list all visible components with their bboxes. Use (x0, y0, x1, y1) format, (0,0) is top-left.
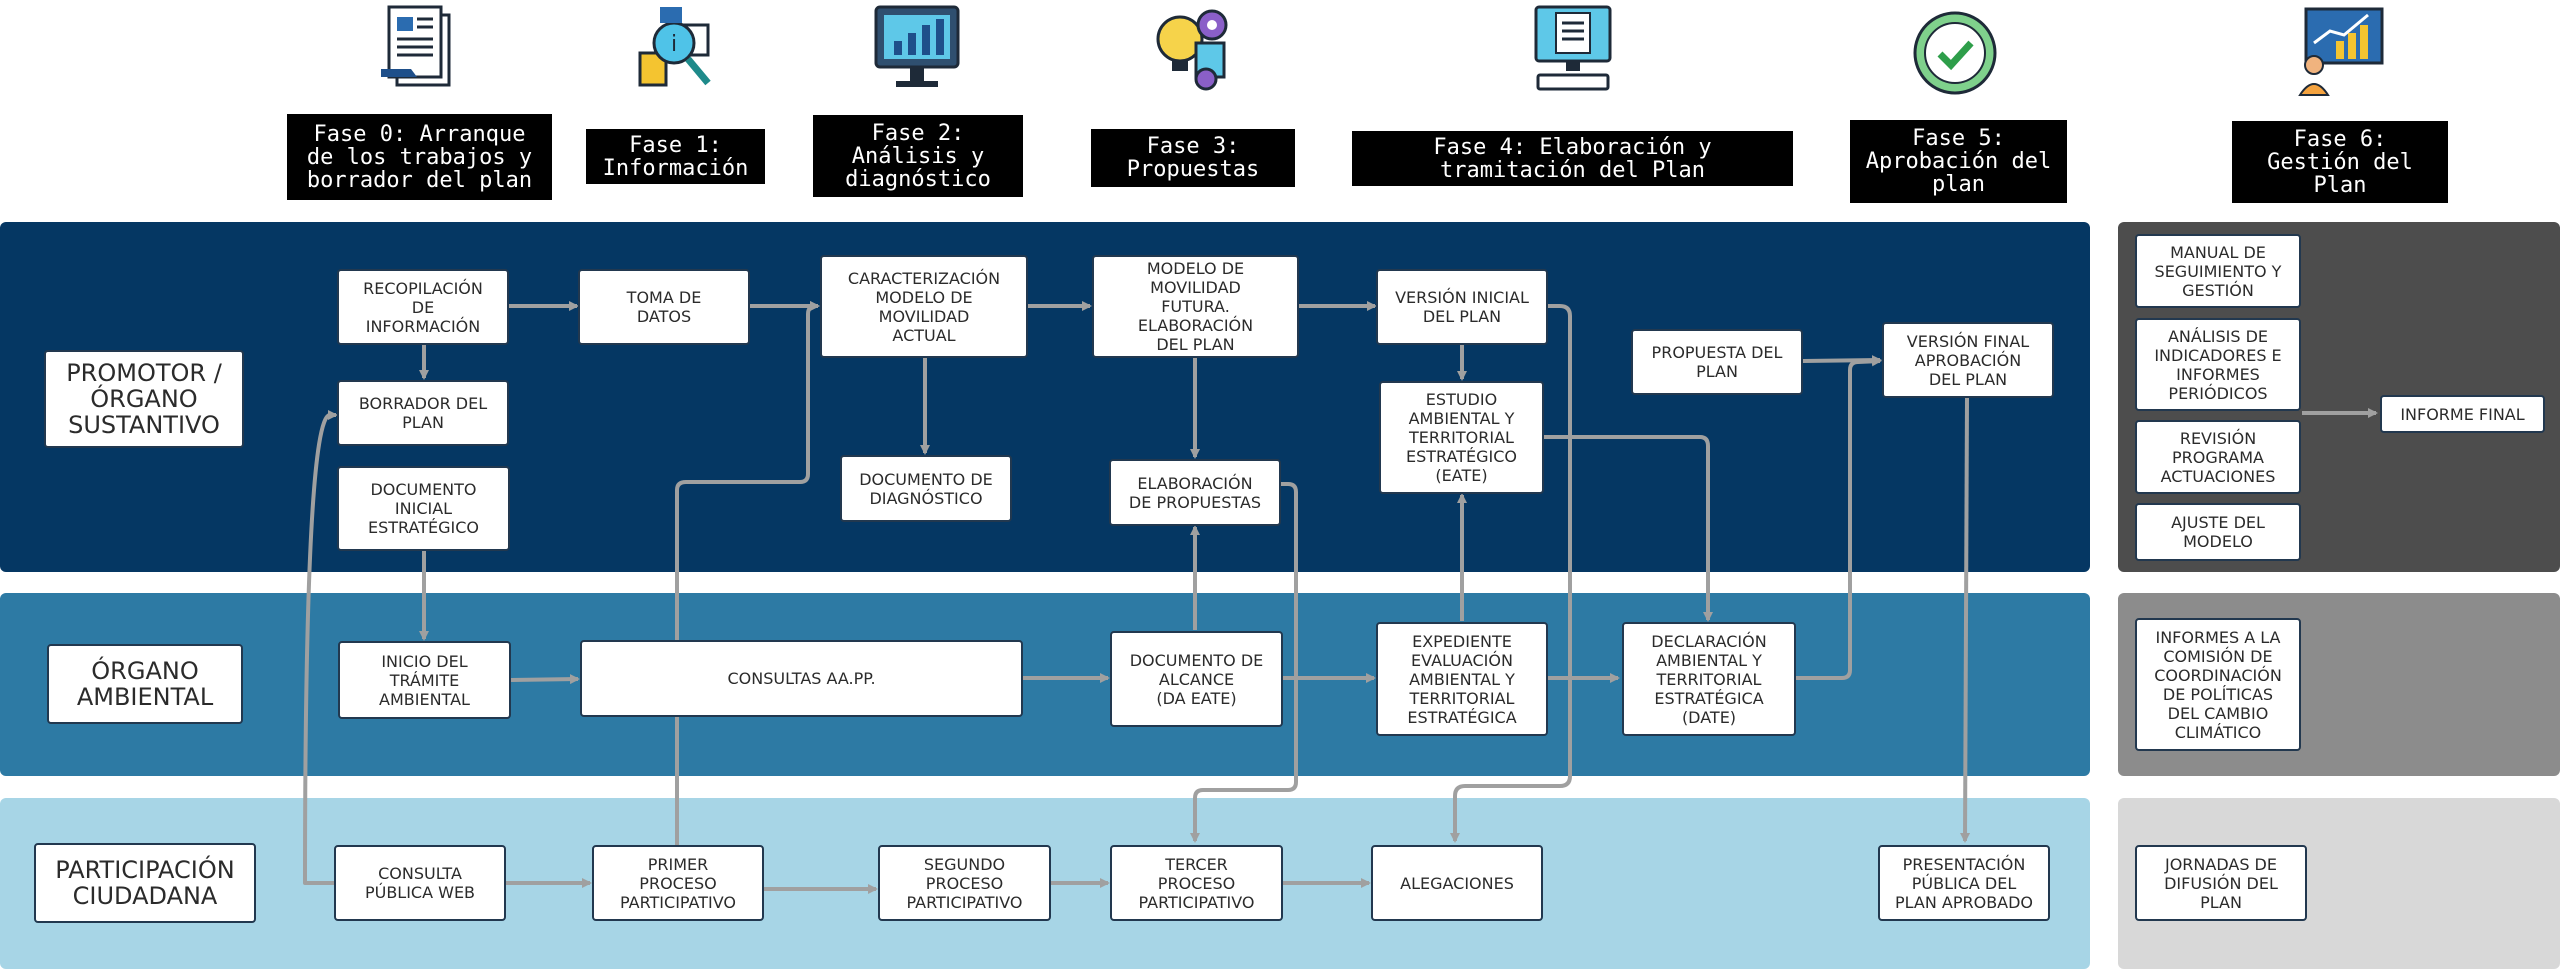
box-consulta-web: CONSULTA PÚBLICA WEB (334, 845, 506, 921)
arrow-eate-to-declaracion (1544, 435, 1713, 622)
box-analisis-indicadores: ANÁLISIS DE INDICADORES E INFORMES PERIÓ… (2135, 318, 2301, 411)
arrow-version-to-alegaciones (1450, 304, 1572, 843)
phase-6-header: Fase 6: Gestión del Plan (2232, 121, 2448, 203)
box-toma-datos: TOMA DE DATOS (578, 269, 750, 345)
arrow-inicio-to-consultas (510, 674, 580, 685)
box-modelo-futura: MODELO DE MOVILIDAD FUTURA. ELABORACIÓN … (1092, 255, 1299, 358)
document-stack-icon (381, 5, 451, 87)
box-doc-inicial: DOCUMENTO INICIAL ESTRATÉGICO (337, 466, 510, 551)
phase-5-header: Fase 5: Aprobación del plan (1850, 120, 2067, 203)
phase-3-header: Fase 3: Propuestas (1091, 129, 1295, 187)
box-elab-propuestas: ELABORACIÓN DE PROPUESTAS (1109, 459, 1281, 526)
box-recopilacion: RECOPILACIÓN DE INFORMACIÓN (337, 269, 509, 345)
box-version-inicial: VERSIÓN INICIAL DEL PLAN (1376, 269, 1548, 345)
box-tercer-proceso: TERCER PROCESO PARTICIPATIVO (1110, 845, 1283, 921)
phase-1-header: Fase 1: Información (586, 129, 765, 184)
svg-text:i: i (671, 32, 677, 57)
phase-4-header: Fase 4: Elaboración y tramitación del Pl… (1352, 131, 1793, 186)
arrow-consultaweb-to-borrador (303, 410, 338, 885)
box-segundo-proceso: SEGUNDO PROCESO PARTICIPATIVO (878, 845, 1051, 921)
box-propuesta-plan: PROPUESTA DEL PLAN (1631, 329, 1803, 395)
arrow-primer-to-caracterizacion (675, 301, 820, 845)
computer-document-icon (1534, 5, 1612, 91)
phase-2-header: Fase 2: Análisis y diagnóstico (813, 115, 1023, 197)
arrow-declaracion-to-versionfinal (1796, 356, 1882, 680)
box-informe-final: INFORME FINAL (2380, 395, 2545, 433)
box-primer-proceso: PRIMER PROCESO PARTICIPATIVO (592, 845, 764, 921)
box-borrador: BORRADOR DEL PLAN (337, 380, 509, 446)
box-alegaciones: ALEGACIONES (1371, 845, 1543, 921)
check-circle-icon (1913, 11, 1997, 95)
box-jornadas: JORNADAS DE DIFUSIÓN DEL PLAN (2135, 845, 2307, 921)
box-expediente: EXPEDIENTE EVALUACIÓN AMBIENTAL Y TERRIT… (1376, 622, 1548, 736)
arrow-elabpropuestas-to-tercer (1190, 482, 1298, 843)
box-manual: MANUAL DE SEGUIMIENTO Y GESTIÓN (2135, 234, 2301, 308)
box-presentacion-publica: PRESENTACIÓN PÚBLICA DEL PLAN APROBADO (1878, 845, 2050, 921)
arrow-versionfinal-to-presentacion (1960, 397, 1971, 843)
presenter-growth-icon (2298, 7, 2384, 96)
box-doc-diagnostico: DOCUMENTO DE DIAGNÓSTICO (840, 455, 1012, 522)
lane-label-promotor: PROMOTOR / ÓRGANO SUSTANTIVO (44, 350, 244, 448)
lightbulb-gears-icon (1156, 9, 1228, 91)
box-inicio-tramite: INICIO DEL TRÁMITE AMBIENTAL (338, 641, 511, 719)
box-informes-comision: INFORMES A LA COMISIÓN DE COORDINACIÓN D… (2135, 618, 2301, 751)
lane-label-ambiental: ÓRGANO AMBIENTAL (47, 644, 243, 724)
box-revision-programa: REVISIÓN PROGRAMA ACTUACIONES (2135, 420, 2301, 494)
lane-label-participacion: PARTICIPACIÓN CIUDADANA (34, 843, 256, 923)
search-info-icon: i (638, 7, 711, 87)
box-declaracion: DECLARACIÓN AMBIENTAL Y TERRITORIAL ESTR… (1622, 622, 1796, 736)
box-consultas: CONSULTAS AA.PP. (580, 640, 1023, 717)
box-ajuste-modelo: AJUSTE DEL MODELO (2135, 503, 2301, 561)
box-eate: ESTUDIO AMBIENTAL Y TERRITORIAL ESTRATÉG… (1379, 381, 1544, 494)
box-doc-alcance: DOCUMENTO DE ALCANCE (DA EATE) (1110, 631, 1283, 727)
box-caracterizacion: CARACTERIZACIÓN MODELO DE MOVILIDAD ACTU… (820, 255, 1028, 358)
monitor-chart-icon (874, 5, 960, 87)
box-version-final: VERSIÓN FINAL APROBACIÓN DEL PLAN (1882, 322, 2054, 398)
phase-0-header: Fase 0: Arranque de los trabajos y borra… (287, 114, 552, 200)
